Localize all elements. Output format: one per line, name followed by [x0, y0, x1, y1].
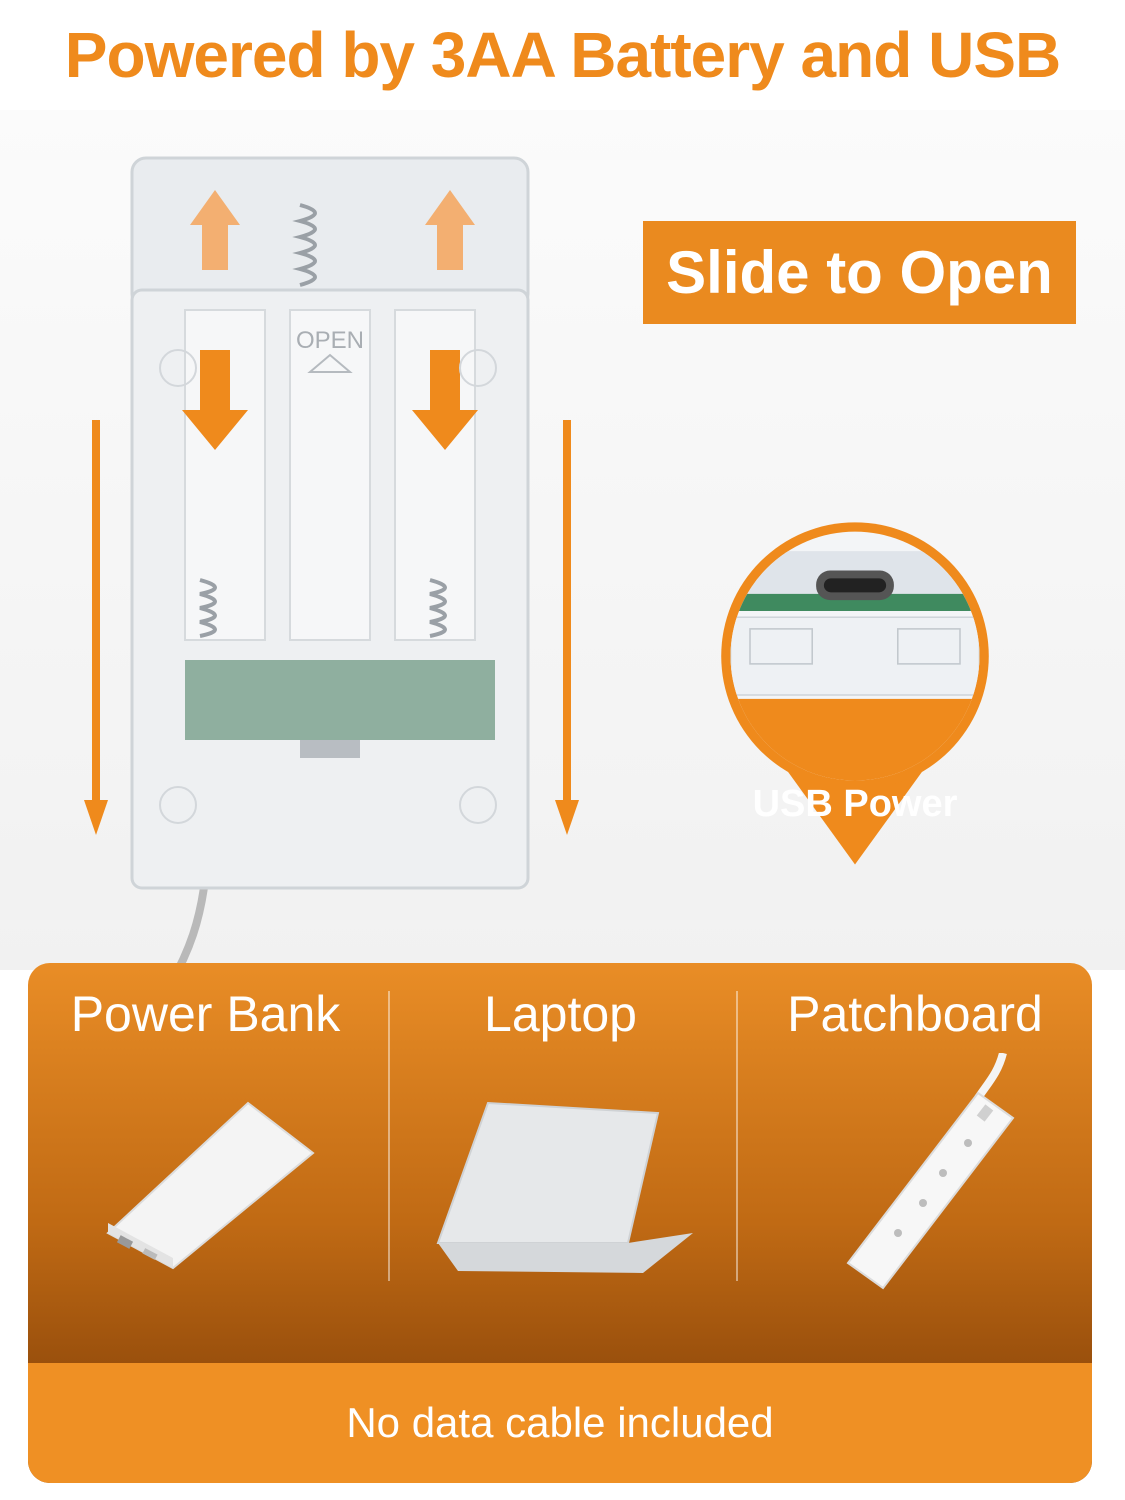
up-arrow-icon	[190, 190, 475, 270]
usb-port-zoom	[721, 522, 989, 865]
power-sources-panel: Power Bank Laptop Patchboard No data cab…	[28, 963, 1092, 1483]
down-arrow-icon	[182, 350, 478, 450]
page-title: Powered by 3AA Battery and USB	[64, 19, 1061, 91]
power-strip-icon	[846, 1053, 1015, 1290]
slide-left-arrow	[84, 420, 108, 835]
divider	[388, 991, 390, 1281]
laptop-title: Laptop	[484, 986, 637, 1042]
no-data-cable-note: No data cable included	[346, 1399, 774, 1446]
footer-note-bar: No data cable included	[28, 1363, 1092, 1483]
slide-right-arrow	[555, 420, 579, 835]
battery-box-illustration: OPEN	[84, 156, 579, 987]
open-label: OPEN	[296, 327, 364, 354]
power-bank-icon	[106, 1101, 315, 1270]
usb-power-label: USB Power	[752, 783, 958, 825]
patchboard-title: Patchboard	[787, 986, 1043, 1042]
power-bank-title: Power Bank	[70, 986, 341, 1042]
badge-label: Slide to Open	[666, 239, 1053, 306]
spring-icon	[199, 203, 447, 638]
slide-to-open-badge: Slide to Open	[643, 221, 1076, 324]
divider	[736, 991, 738, 1281]
